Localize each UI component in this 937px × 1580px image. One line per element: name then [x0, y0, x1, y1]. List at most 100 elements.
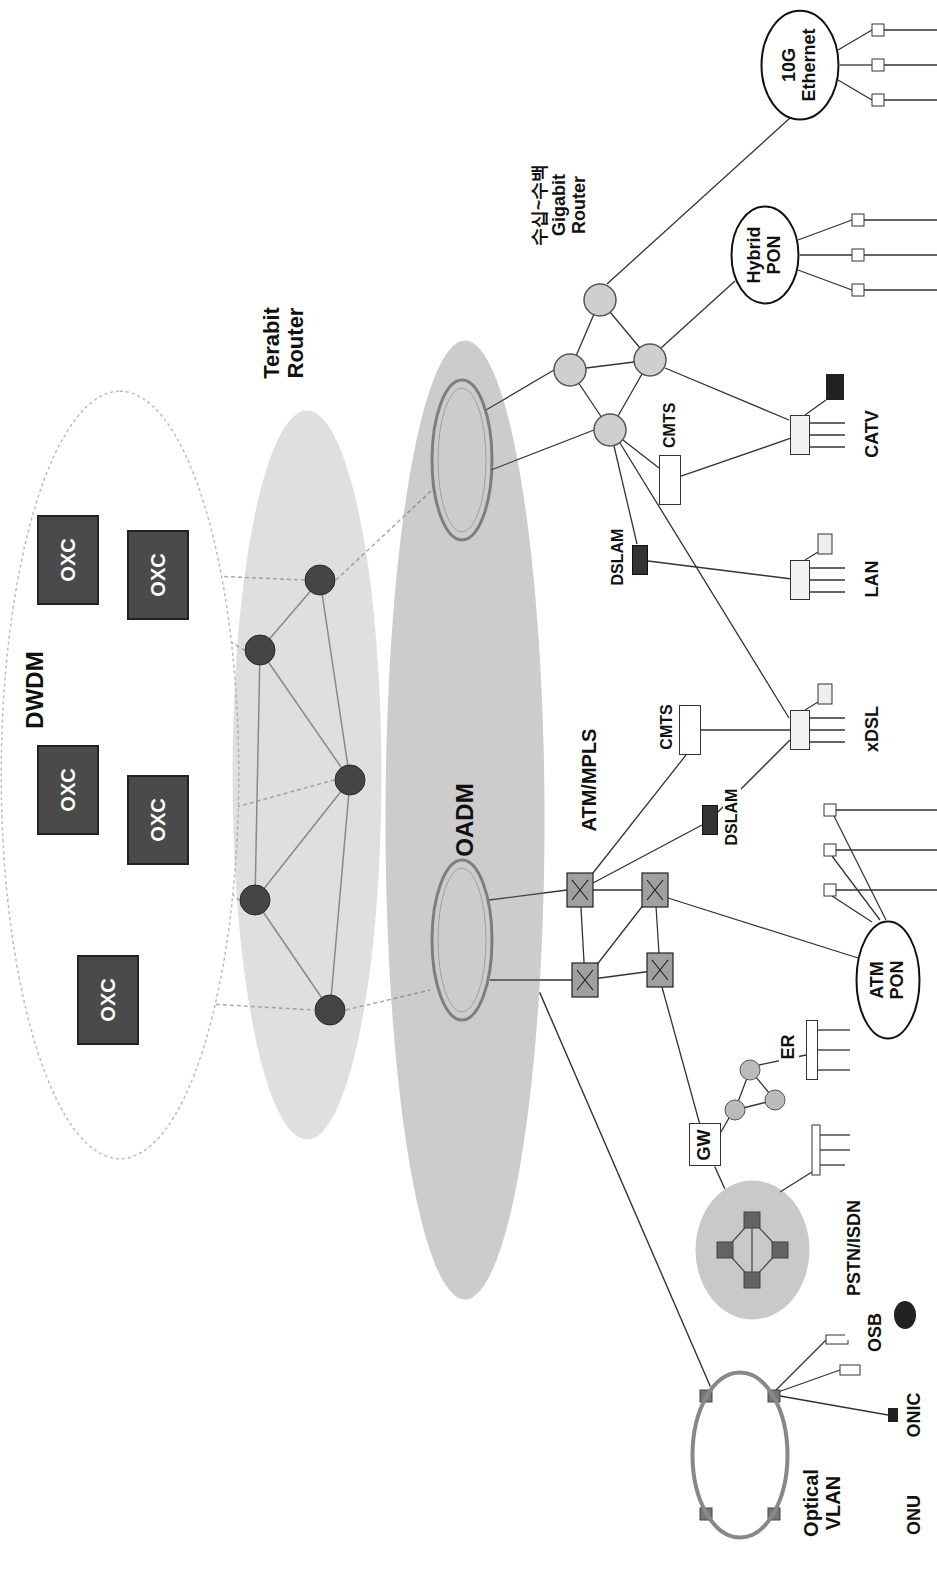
link-line — [832, 856, 880, 920]
drop-line — [836, 809, 937, 810]
drop-line — [810, 741, 845, 742]
drop-line — [864, 219, 937, 220]
pc-icon — [818, 684, 832, 704]
telephone-icon — [894, 1301, 916, 1329]
outline-ellipse — [696, 1181, 810, 1320]
cmts-box: CMTS — [679, 705, 701, 755]
outline-ellipse — [693, 1373, 788, 1538]
link-line — [832, 896, 872, 922]
drop-line — [864, 254, 937, 255]
node-text: Hybrid PON — [745, 226, 785, 283]
oxc-box: OXC — [37, 745, 99, 835]
node-text: 10G Ethernet — [780, 29, 820, 102]
node-text: OADM — [452, 783, 478, 856]
terminal-box: xDSL — [790, 710, 810, 750]
drop-line — [818, 1029, 850, 1030]
link-line — [780, 1172, 812, 1192]
node-text: OXC — [147, 553, 169, 596]
outline-shape — [232, 410, 382, 1140]
dwdm-region: DWDM OXC OXC OXC OXC OXC — [0, 390, 240, 1160]
node-text: OXC — [57, 768, 79, 811]
edge-router — [765, 1090, 785, 1110]
link-line — [838, 30, 872, 50]
connector — [648, 561, 790, 579]
oadm-band: OADM — [385, 340, 545, 1300]
connector — [681, 438, 790, 476]
station — [872, 94, 884, 106]
outline-ellipse — [857, 922, 920, 1039]
station — [824, 844, 836, 856]
oxc-box: OXC — [127, 775, 189, 865]
link-line — [665, 368, 789, 420]
node-text: DWDM — [22, 645, 48, 735]
dslam-box: DSLAM — [632, 545, 648, 575]
dslam-box: DSLAM — [702, 805, 718, 835]
oxc-box: OXC — [127, 530, 189, 620]
station — [824, 804, 836, 816]
link-line — [620, 443, 789, 718]
node-text: LAN — [863, 544, 883, 614]
link-line — [798, 220, 852, 240]
link-line — [721, 1118, 729, 1132]
link-line — [780, 1396, 888, 1415]
device-label: ONU — [905, 1490, 925, 1540]
outline-ellipse — [1, 391, 239, 1159]
node-text: CMTS — [661, 386, 679, 450]
link-line — [668, 898, 858, 958]
oxc-box: OXC — [37, 515, 99, 605]
link-line — [776, 1340, 826, 1390]
link-line — [834, 816, 886, 920]
node-text: DSLAM — [609, 520, 627, 594]
device-label: ONIC — [905, 1390, 925, 1440]
pon-ellipse: Hybrid PON — [730, 205, 800, 305]
cmts-box: CMTS — [659, 455, 681, 505]
link-line — [607, 118, 790, 284]
node-text: GW — [695, 1130, 715, 1161]
drop-line — [884, 64, 937, 65]
link-line — [798, 270, 852, 290]
drop-line — [805, 702, 818, 710]
gigabit-router — [634, 344, 666, 376]
node-text: PSTN/ISDN — [845, 1156, 865, 1340]
station — [852, 249, 864, 261]
osb-device — [840, 1365, 860, 1375]
switch-cross — [572, 880, 668, 990]
drop-line — [810, 717, 845, 718]
station — [872, 24, 884, 36]
drop-line — [836, 889, 937, 890]
node-text: ATM PON — [868, 950, 908, 1010]
onic-device — [888, 1408, 898, 1422]
drop-line — [810, 446, 845, 447]
gateway-box: GW — [689, 1124, 721, 1167]
drop-line — [810, 434, 845, 435]
oxc-box: OXC — [77, 955, 139, 1045]
terminal-box: LAN — [790, 560, 810, 600]
link-line — [778, 1370, 840, 1392]
drop-line — [884, 99, 937, 100]
node-text: DSLAM — [723, 780, 741, 854]
outline-shape — [690, 1370, 790, 1540]
gigabit-router — [584, 284, 616, 316]
outline-ellipse — [762, 11, 839, 120]
link-line — [838, 80, 872, 100]
drop-line — [805, 552, 818, 560]
outline-shape — [695, 1180, 810, 1320]
drop-line — [810, 567, 845, 568]
connector — [715, 1167, 725, 1189]
edge-router — [725, 1100, 745, 1120]
link-line — [593, 755, 686, 873]
drop-line — [836, 849, 937, 850]
er-bar: ER — [806, 1020, 818, 1080]
link-line — [662, 987, 700, 1125]
node-text: xDSL — [863, 694, 883, 764]
gigabit-router — [594, 414, 626, 446]
station — [852, 214, 864, 226]
link-line — [623, 440, 659, 468]
pc-icon — [818, 534, 832, 554]
terminal-box: CATV — [790, 415, 810, 455]
outline-ellipse — [233, 411, 382, 1140]
gigabit-router — [554, 354, 586, 386]
pon-ellipse: ATM PON — [855, 920, 921, 1040]
